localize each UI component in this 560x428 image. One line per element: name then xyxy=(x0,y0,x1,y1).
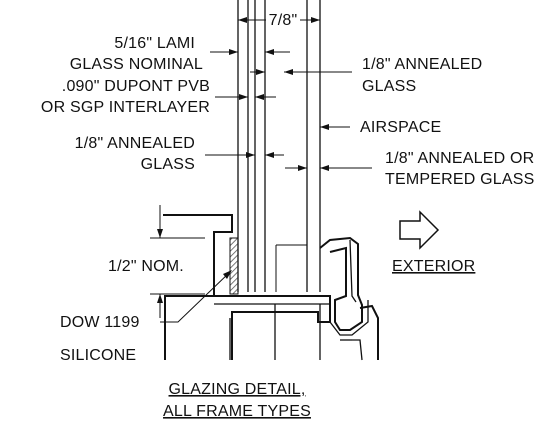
callout-annealed-right: 1/8" ANNEALED GLASS xyxy=(250,56,482,95)
callout-airspace: AIRSPACE xyxy=(320,119,441,136)
callout-lami-glass: 5/16" LAMI GLASS NOMINAL xyxy=(70,35,290,73)
dim-top-label: 7/8" xyxy=(269,12,298,29)
drawing-caption: GLAZING DETAIL, ALL FRAME TYPES xyxy=(163,381,311,420)
callout-silicone: DOW 1199 SILICONE xyxy=(60,270,232,364)
lami-label-line1: 5/16" LAMI xyxy=(114,35,195,52)
lami-label-line2: GLASS NOMINAL xyxy=(70,56,203,73)
dow-label-line2: SILICONE xyxy=(60,347,136,364)
arrow-right-outline-icon xyxy=(399,210,440,250)
annealed-right-line1: 1/8" ANNEALED xyxy=(362,56,482,73)
tempered-line2: TEMPERED GLASS xyxy=(385,171,535,188)
dimension-top: 7/8" xyxy=(238,12,320,29)
nominal-label: 1/2" NOM. xyxy=(108,258,184,275)
dow-label-line1: DOW 1199 xyxy=(60,314,140,331)
annealed-right-line2: GLASS xyxy=(362,78,416,95)
dimension-nominal: 1/2" NOM. xyxy=(108,205,205,318)
glazing-frame xyxy=(163,214,379,361)
tempered-line1: 1/8" ANNEALED OR xyxy=(385,150,534,167)
annealed-left-line1: 1/8" ANNEALED xyxy=(75,135,195,152)
callout-annealed-left: 1/8" ANNEALED GLASS xyxy=(75,135,284,173)
pvb-label-line2: OR SGP INTERLAYER xyxy=(41,99,210,116)
callout-pvb-interlayer: .090" DUPONT PVB OR SGP INTERLAYER xyxy=(41,78,276,116)
silicone-bead xyxy=(229,237,239,295)
callout-tempered-glass: 1/8" ANNEALED OR TEMPERED GLASS xyxy=(285,150,535,188)
exterior-label: EXTERIOR xyxy=(392,258,475,275)
glass-panes xyxy=(237,0,321,292)
caption-line1: GLAZING DETAIL, xyxy=(169,381,306,398)
caption-line2: ALL FRAME TYPES xyxy=(163,403,311,420)
pvb-label-line1: .090" DUPONT PVB xyxy=(62,78,210,95)
airspace-label: AIRSPACE xyxy=(360,119,441,136)
annealed-left-line2: GLASS xyxy=(141,156,195,173)
